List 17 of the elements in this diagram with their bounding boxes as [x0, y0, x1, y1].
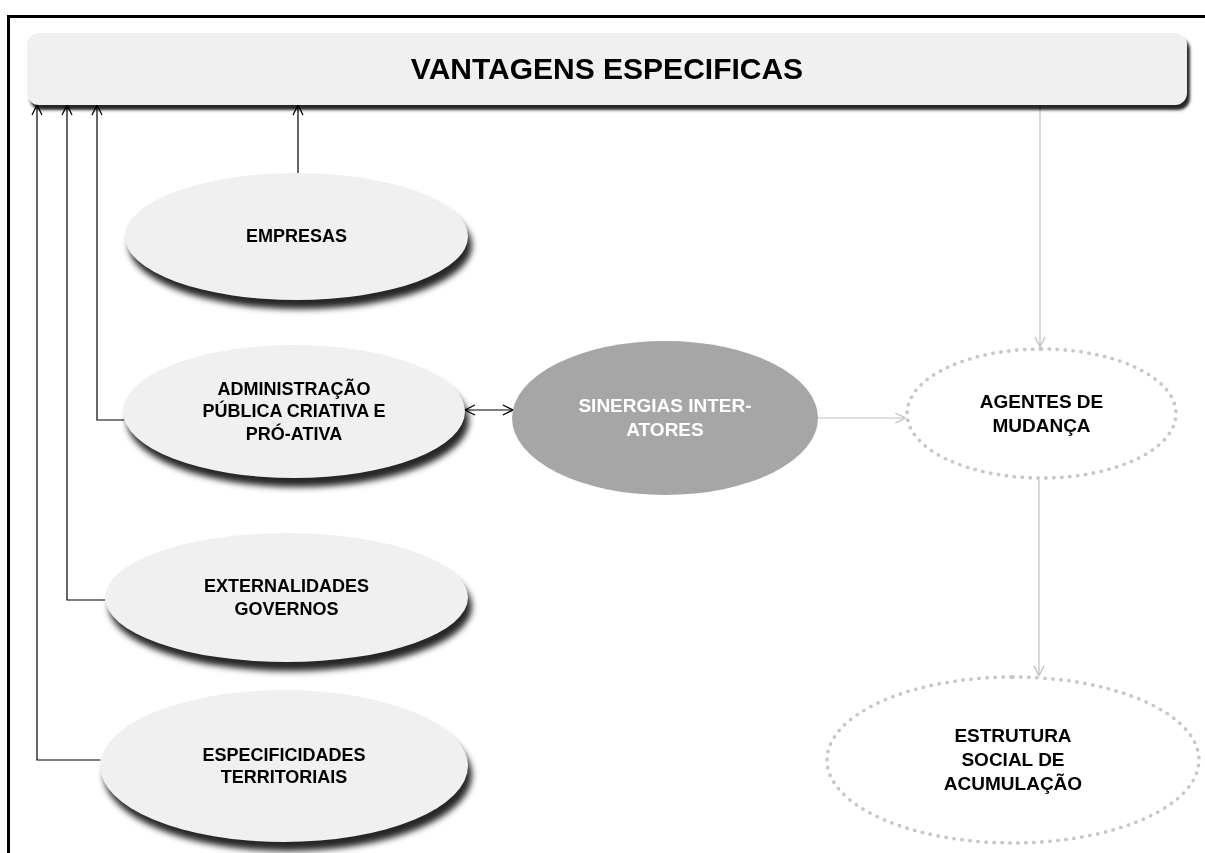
node-label: EMPRESAS: [246, 225, 347, 248]
node-label: ADMINISTRAÇÃO PÚBLICA CRIATIVA E PRÓ-ATIVA: [201, 377, 387, 446]
arrow: [292, 104, 304, 174]
node-label: AGENTES DE MUDANÇA: [978, 389, 1105, 438]
node-label: EXTERNALIDADES GOVERNOS: [203, 575, 370, 620]
arrow: [1034, 104, 1046, 348]
arrow: [31, 104, 102, 761]
arrow: [91, 104, 125, 421]
node-label: ESPECIFICIDADES TERRITORIAIS: [201, 743, 367, 789]
node-label: VANTAGENS ESPECIFICAS: [410, 51, 804, 88]
node-label: ESTRUTURA SOCIAL DE ACUMULAÇÃO: [942, 724, 1084, 796]
arrow: [464, 404, 514, 416]
node-label: SINERGIAS INTER-ATORES: [577, 394, 753, 442]
arrow: [61, 104, 106, 601]
arrow: [817, 412, 906, 424]
title-banner: [27, 33, 1187, 105]
arrow: [1033, 479, 1045, 677]
